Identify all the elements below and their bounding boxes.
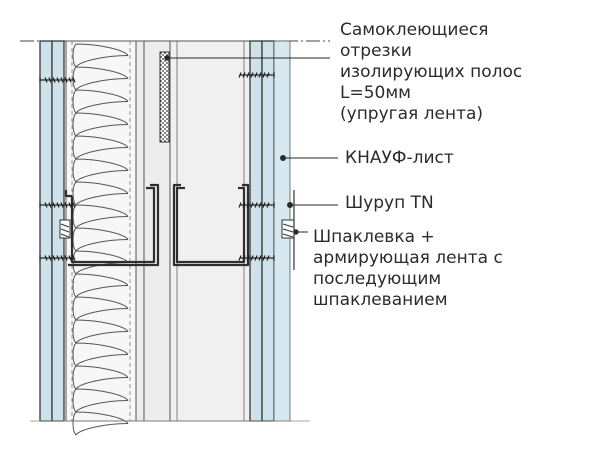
joint-filler-right <box>281 219 295 239</box>
screw-right-low <box>238 255 275 261</box>
joint-filler-left <box>59 219 71 239</box>
right-metal-stud <box>172 183 250 267</box>
screw-left-mid <box>39 202 76 208</box>
screw-left-low <box>39 255 76 261</box>
screw-right-mid <box>238 202 275 208</box>
left-insulation-cavity <box>65 40 145 436</box>
middle-cavity <box>143 40 251 422</box>
right-board-outer <box>261 40 275 422</box>
label-filler-tape: Шпаклевка + армирующая лента с последующ… <box>313 227 503 310</box>
callout-leaders <box>164 55 338 235</box>
elastic-tape-strip <box>159 51 170 143</box>
label-screw-tn: Шуруп TN <box>345 193 434 213</box>
left-metal-stud <box>64 183 160 267</box>
left-board-outer <box>39 40 53 422</box>
left-board-layer <box>39 40 65 422</box>
screws <box>39 72 275 261</box>
right-board-inner <box>249 40 263 422</box>
screw-left-top <box>39 77 76 83</box>
screw-right-top <box>238 72 275 78</box>
label-self-adhesive-strips: Самоклеющиеся отрезки изолирующих полос … <box>340 20 523 124</box>
label-knauf-board: КНАУФ-лист <box>345 148 454 168</box>
